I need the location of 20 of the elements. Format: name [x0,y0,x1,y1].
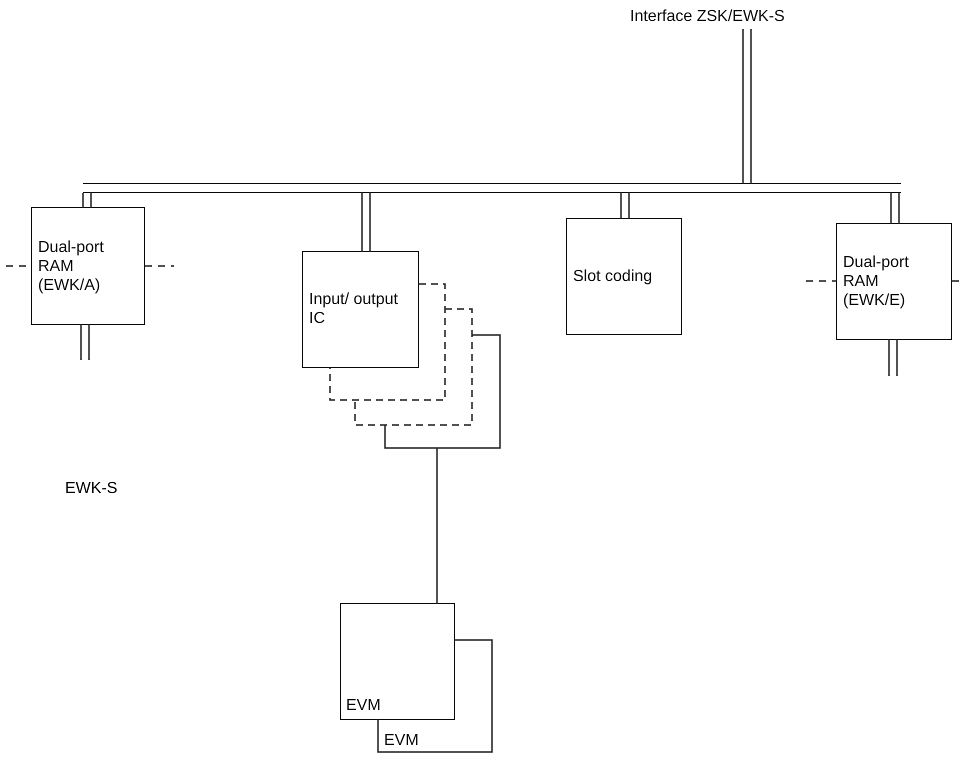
bus-connector [82,192,92,208]
module-box: Dual-port RAM (EWK/A) [31,207,145,325]
bus-connector [742,28,752,184]
dashed-connector [145,265,174,267]
bus-connector [890,192,900,224]
bus-connector [361,192,371,252]
stacked-module-box [384,334,501,449]
interface-label: Interface ZSK/EWK-S [630,7,840,29]
section-label: EWK-S [65,480,118,498]
dashed-connector [806,280,836,282]
connector-line [436,448,438,603]
module-box: EVM [340,603,455,720]
bus-connector [80,324,90,361]
bus-bar [83,183,901,193]
stacked-module-outline [354,308,473,426]
bus-connector [620,192,630,219]
module-box: Slot coding [566,218,682,335]
bus-connector [888,339,898,377]
module-box: Input/ output IC [302,251,419,368]
module-box: Dual-port RAM (EWK/E) [836,223,952,340]
